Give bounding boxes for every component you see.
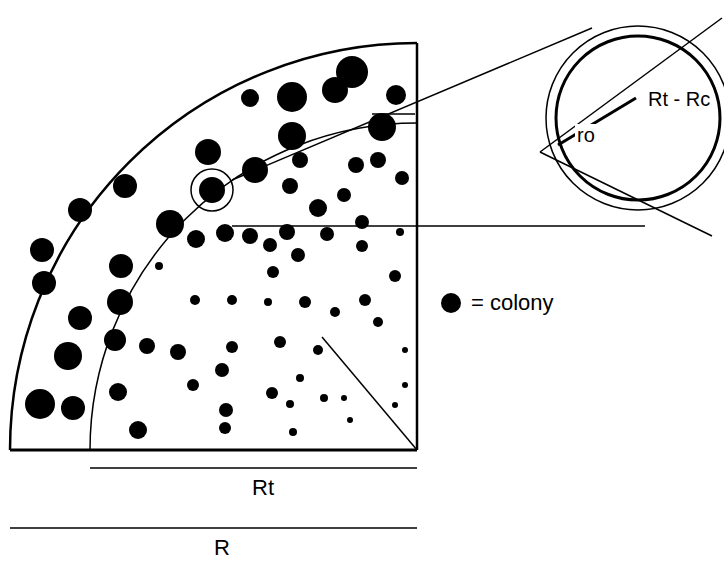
dimension-label: Rt - Rc	[646, 88, 712, 110]
dimension-label: Rt	[250, 476, 276, 500]
legend-row: = colony	[441, 290, 554, 316]
legend-swatch	[441, 293, 461, 313]
legend-text: = colony	[471, 290, 554, 316]
dimension-label: R	[212, 536, 232, 560]
dimension-label: ro	[575, 124, 597, 146]
